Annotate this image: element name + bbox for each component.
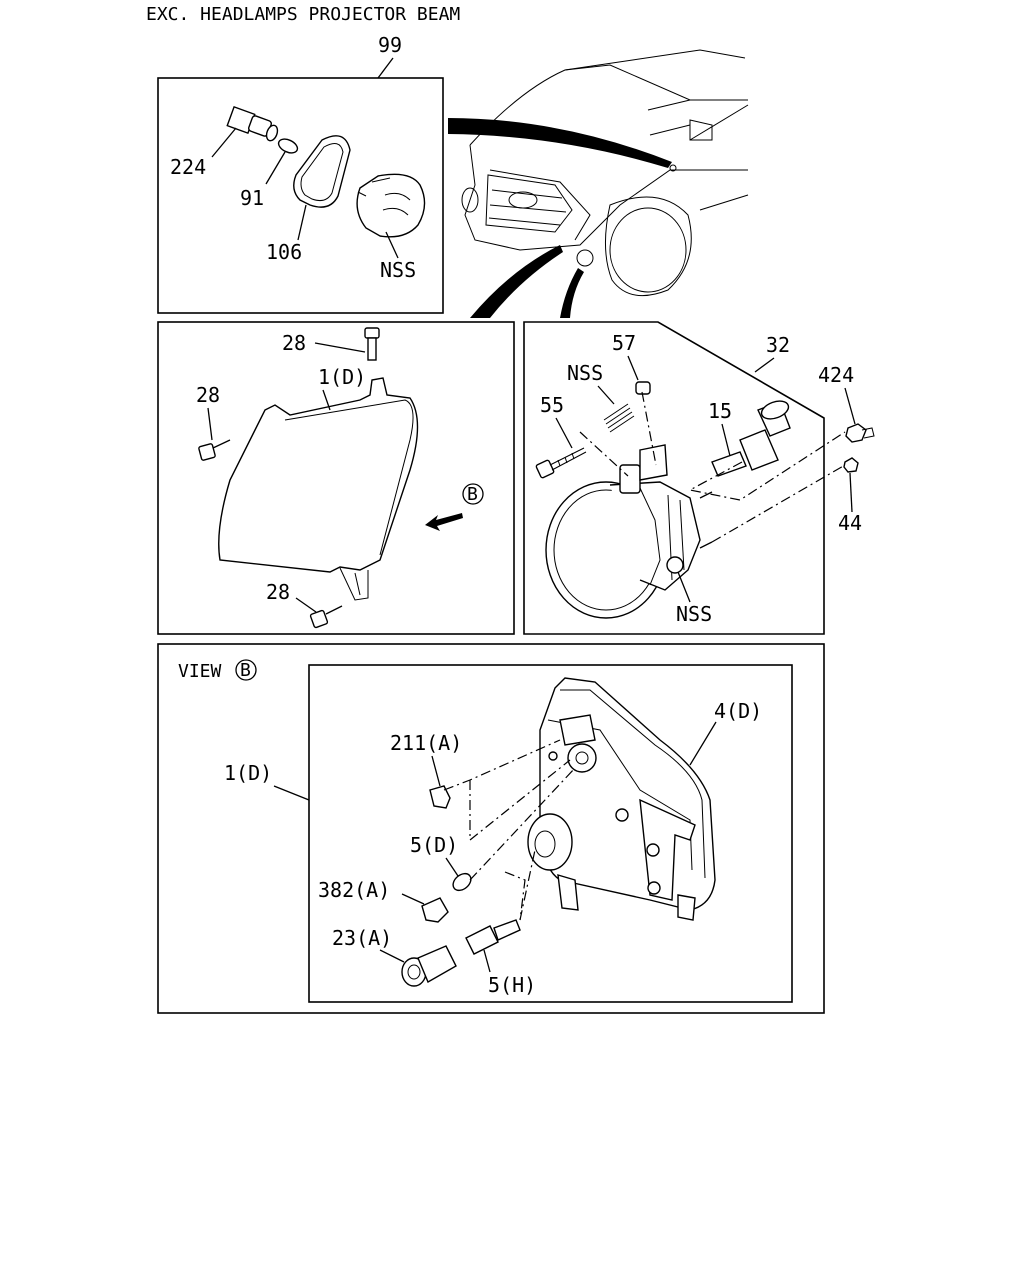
label-99: 99 [378, 33, 402, 57]
label-nss-spring: NSS [567, 361, 603, 385]
arrow-b-ref: B [467, 484, 478, 505]
fog-nut-424-part [845, 423, 875, 443]
view-b-panel: VIEW B [157, 643, 825, 1014]
label-4d: 4(D) [714, 699, 762, 723]
view-label: VIEW [178, 661, 222, 682]
label-5d: 5(D) [410, 833, 458, 857]
label-224: 224 [170, 155, 206, 179]
screw-bottom-part [309, 605, 343, 629]
side-lens-part [356, 173, 426, 238]
headlamp-panel: 28 1(D) 28 28 B [157, 321, 515, 635]
fog-bulb-part [711, 400, 791, 477]
label-211a: 211(A) [390, 731, 462, 755]
bulb-5h-part [465, 919, 521, 955]
label-28-bottom: 28 [266, 580, 290, 604]
headlamp-box [157, 321, 515, 635]
headlamp-housing-part [527, 677, 716, 921]
label-382a: 382(A) [318, 878, 390, 902]
side-marker-panel: 99 224 91 106 NSS [157, 33, 444, 314]
screw-top-part [364, 327, 380, 361]
gasket-part [293, 135, 351, 208]
fog-lamp-panel: 32 [523, 321, 875, 635]
diagram-title: EXC. HEADLAMPS PROJECTOR BEAM [146, 4, 460, 25]
screw-left-part [198, 439, 231, 461]
fog-spring-part [603, 403, 635, 433]
bulb-socket-part [226, 105, 279, 142]
label-44: 44 [838, 511, 862, 535]
label-91: 91 [240, 186, 264, 210]
callout-pointer-headlamp [470, 245, 563, 318]
socket-382-part [421, 897, 449, 923]
callout-pointer-side-marker [448, 118, 672, 168]
fog-clip-part [635, 381, 651, 395]
label-424: 424 [818, 363, 854, 387]
view-b-arrow: B [425, 483, 484, 531]
label-57: 57 [612, 331, 636, 355]
label-1d-view: 1(D) [224, 761, 272, 785]
label-15: 15 [708, 399, 732, 423]
label-23a: 23(A) [332, 926, 392, 950]
label-55: 55 [540, 393, 564, 417]
view-ref: B [240, 660, 251, 681]
label-28-top: 28 [282, 331, 306, 355]
view-b-outer-box [157, 643, 825, 1014]
fog-lamp-box [523, 321, 825, 635]
bulb-part [277, 138, 299, 154]
label-106: 106 [266, 240, 302, 264]
fog-nut-44-part [843, 457, 859, 473]
callout-pointer-fog [560, 268, 584, 318]
socket-211-part [429, 785, 451, 809]
label-5h: 5(H) [488, 973, 536, 997]
fog-lamp-part [545, 444, 713, 619]
label-nss-fog: NSS [676, 602, 712, 626]
label-1d-headlamp: 1(D) [318, 365, 366, 389]
headlamp-part [218, 377, 419, 573]
socket-23-part [401, 945, 457, 987]
bulb-5d-part [452, 872, 472, 892]
label-32: 32 [766, 333, 790, 357]
vehicle-illustration [461, 49, 749, 297]
side-marker-box [157, 77, 444, 314]
label-nss-side: NSS [380, 258, 416, 282]
fog-bolt-part [535, 447, 587, 479]
label-28-left: 28 [196, 383, 220, 407]
view-b-inner-box [308, 664, 793, 1003]
